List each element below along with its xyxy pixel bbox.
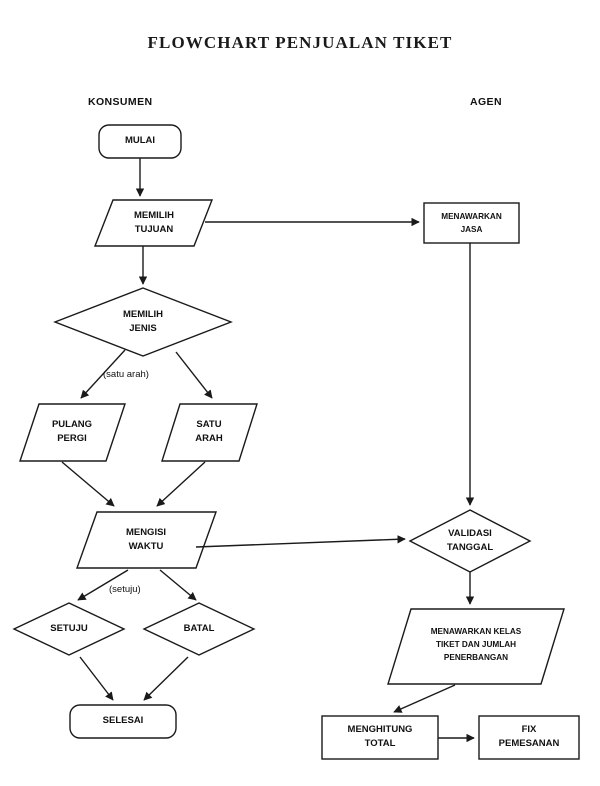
edge-setuju-to-selesai xyxy=(79,656,114,701)
edge-menawarkan-kelas-to-menghitung-total xyxy=(393,684,456,713)
lane-header-agen: AGEN xyxy=(470,96,502,108)
page-title: FLOWCHART PENJUALAN TIKET xyxy=(147,33,453,52)
node-menghitung-total[interactable] xyxy=(321,715,439,760)
edge-label-satu-arah: (satu arah) xyxy=(103,369,149,380)
edge-satu-arah-to-mengisi-waktu xyxy=(156,461,206,507)
node-fix-pemesanan[interactable] xyxy=(478,715,580,760)
lane-header-konsumen: KONSUMEN xyxy=(88,96,153,108)
node-selesai[interactable] xyxy=(69,704,177,739)
edge-memilih-jenis-to-pulang-pergi xyxy=(80,349,126,399)
edge-label-setuju: (setuju) xyxy=(109,584,141,595)
node-satu-arah[interactable] xyxy=(161,403,258,462)
edge-pulang-pergi-to-mengisi-waktu xyxy=(61,461,115,507)
node-menawarkan-jasa[interactable] xyxy=(423,202,520,244)
edge-batal-to-selesai xyxy=(143,656,189,701)
edge-memilih-jenis-to-satu-arah xyxy=(175,351,213,399)
node-menawarkan-kelas[interactable] xyxy=(387,608,565,685)
edge-mengisi-waktu-to-validasi-tanggal xyxy=(195,535,406,548)
node-setuju[interactable] xyxy=(12,602,126,656)
node-memilih-jenis[interactable] xyxy=(53,287,233,357)
node-validasi-tanggal[interactable] xyxy=(408,509,532,573)
edge-mengisi-waktu-to-setuju xyxy=(77,569,129,601)
node-mulai[interactable] xyxy=(98,124,182,159)
edge-mengisi-waktu-to-batal xyxy=(159,569,197,601)
node-mengisi-waktu[interactable] xyxy=(76,511,217,569)
node-batal[interactable] xyxy=(142,602,256,656)
node-pulang-pergi[interactable] xyxy=(19,403,126,462)
node-memilih-tujuan[interactable] xyxy=(93,199,214,247)
